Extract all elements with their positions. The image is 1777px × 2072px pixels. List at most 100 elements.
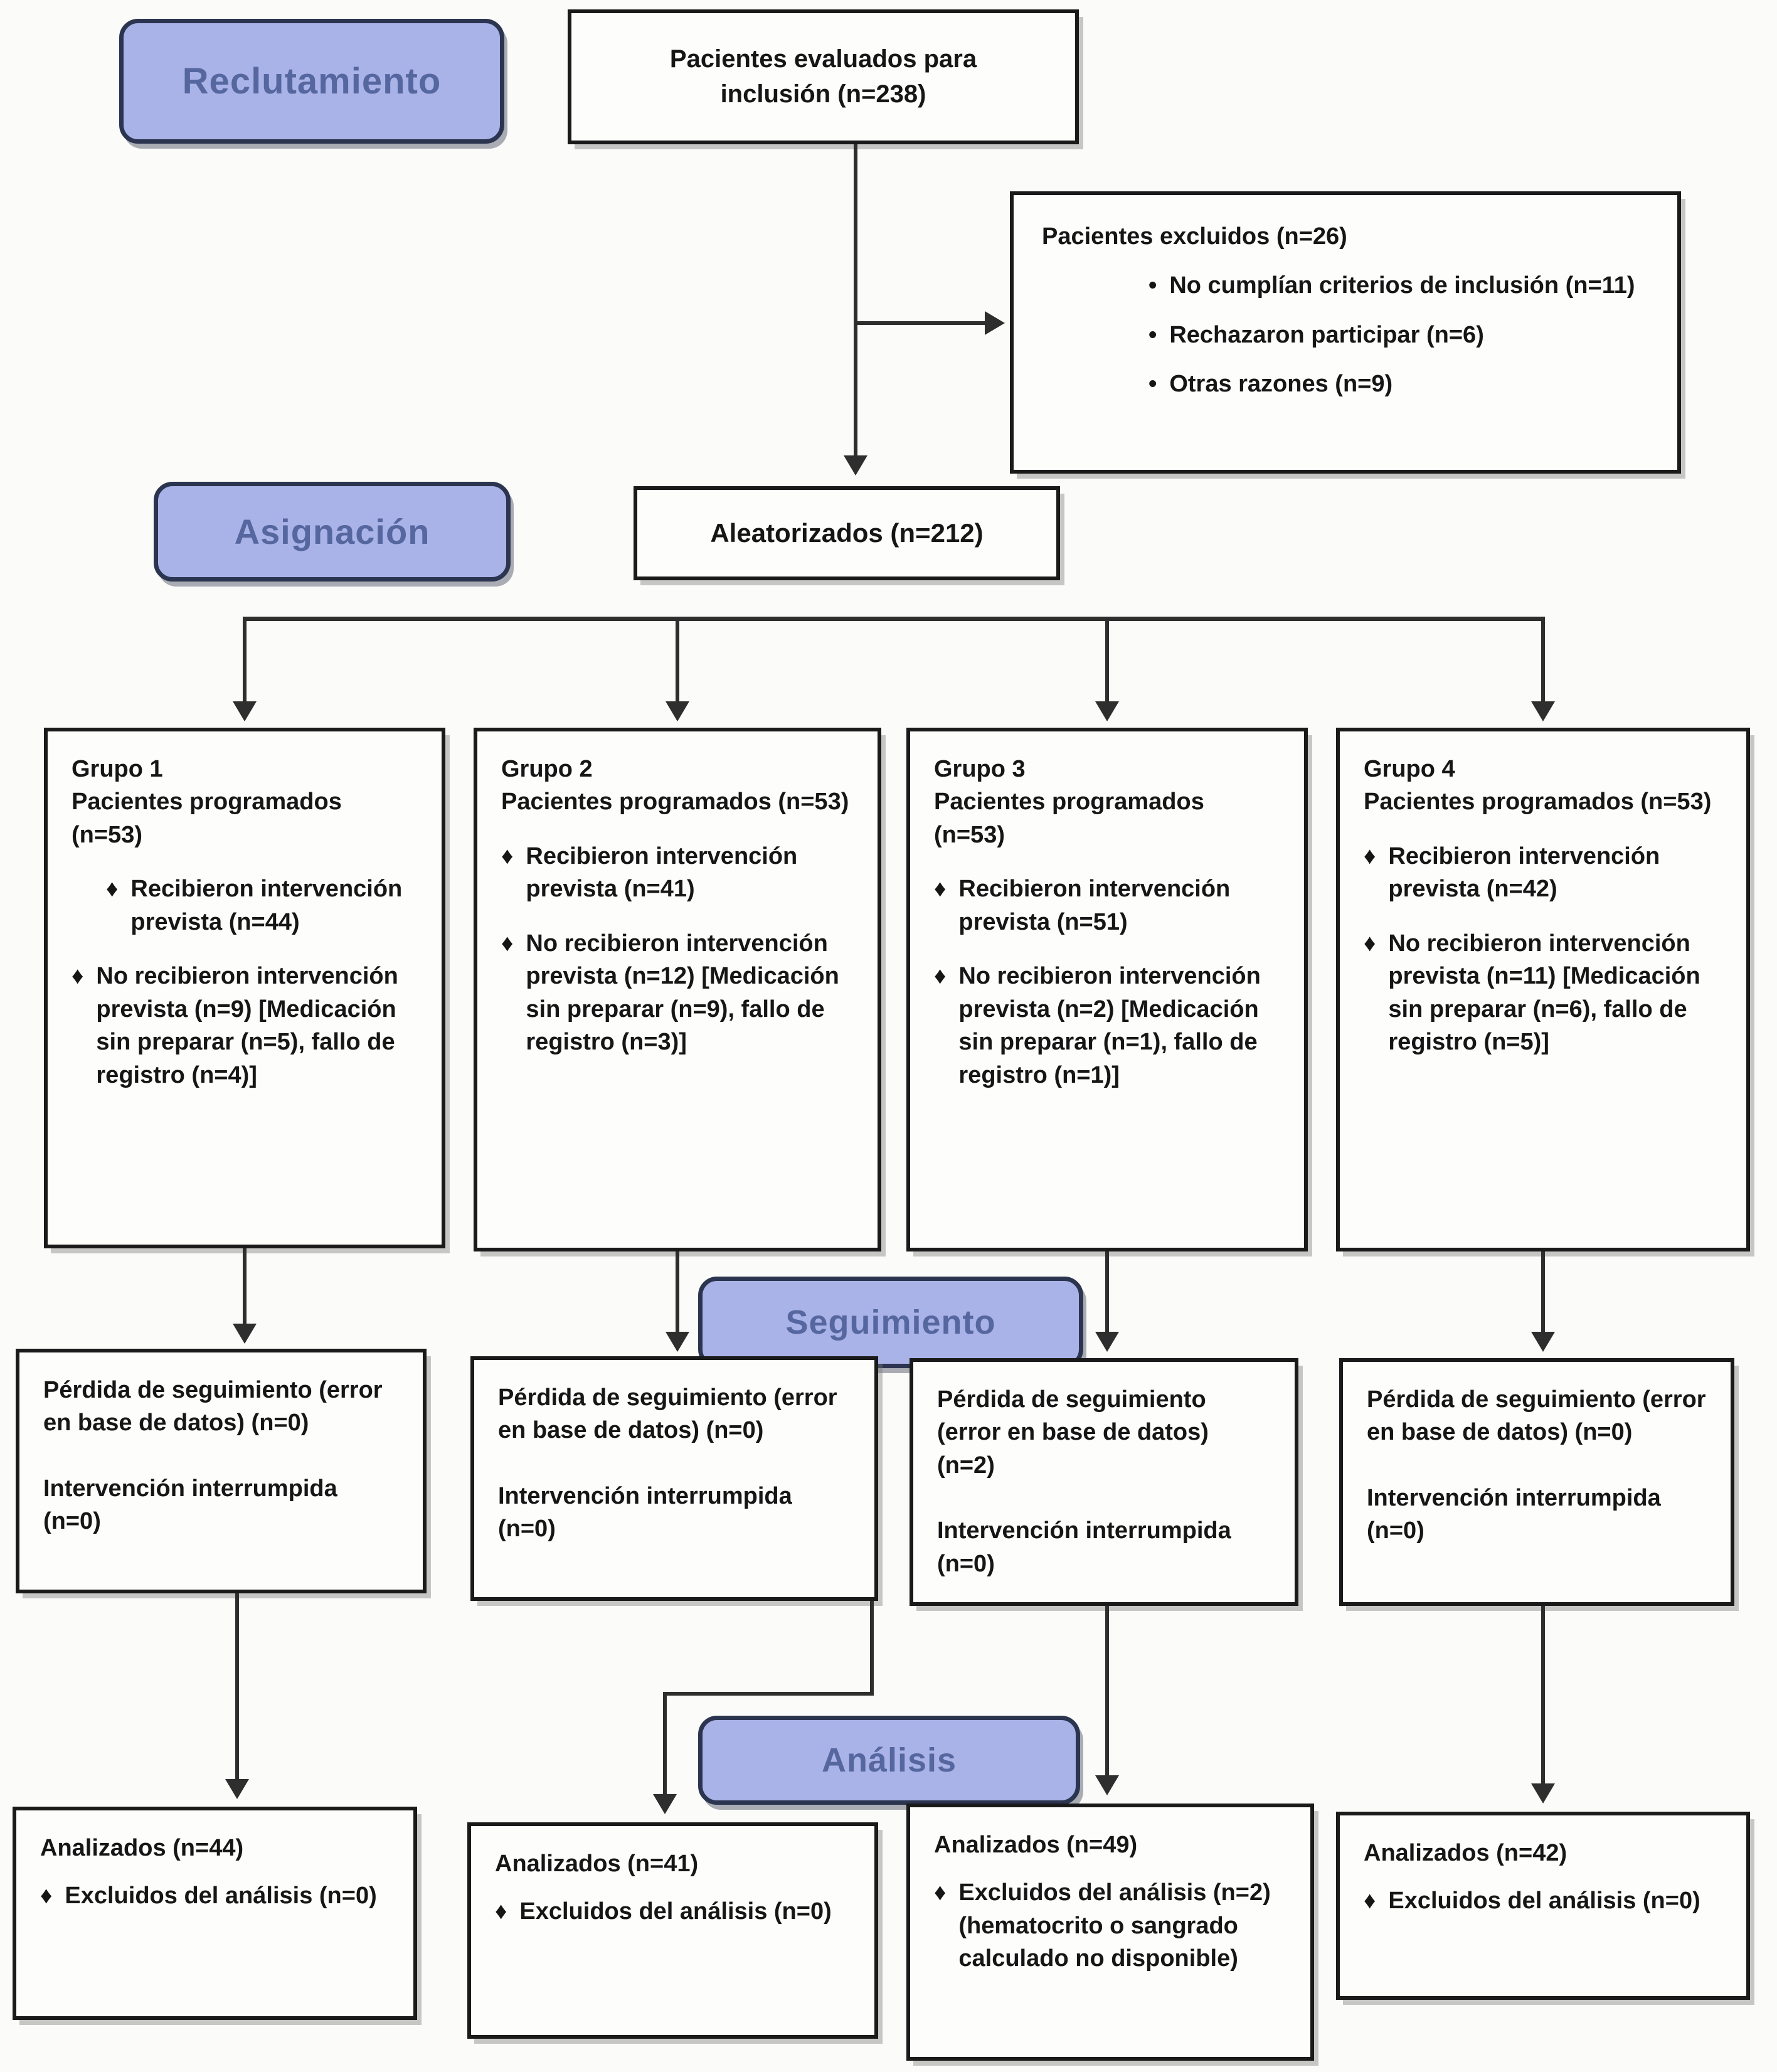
analysis-title: Analizados (n=49) [934, 1832, 1138, 1858]
box-group-2: Grupo 2 Pacientes programados (n=53) ♦ R… [474, 728, 881, 1251]
followup-interrupted-text: Intervención interrumpida (n=0) [937, 1517, 1231, 1577]
arrow-to-excluded-line [856, 321, 986, 325]
followup-loss-text: Pérdida de seguimiento (error en base de… [498, 1384, 837, 1444]
arrow-group2-followup-line [676, 1251, 679, 1333]
arrow-split-group3-head [1095, 701, 1119, 721]
analysis-title: Analizados (n=44) [40, 1835, 244, 1861]
group-bullet-row: ♦ Recibieron intervención prevista (n=41… [501, 840, 854, 906]
followup-interrupted-text: Intervención interrumpida (n=0) [1367, 1484, 1661, 1544]
group-bullet-text: No recibieron intervención prevista (n=1… [1388, 930, 1700, 1056]
arrow-assessed-to-randomized-line [854, 144, 857, 457]
bullet-diamond-icon: ♦ [501, 842, 514, 869]
box-analysis-2: Analizados (n=41) ♦ Excluidos del anális… [467, 1822, 878, 2039]
bullet-diamond-icon: ♦ [1364, 842, 1376, 869]
group-bullet-text: Recibieron intervención prevista (n=42) [1388, 842, 1660, 903]
arrow-followup3-analysis-line [1105, 1606, 1109, 1777]
analysis-excluded-text: Excluidos del análisis (n=2) (hematocrit… [958, 1879, 1271, 1972]
arrow-group3-followup-head [1095, 1332, 1119, 1352]
group-subtitle: Pacientes programados (n=53) [72, 789, 342, 848]
box-analysis-1: Analizados (n=44) ♦ Excluidos del anális… [13, 1807, 417, 2020]
bullet-diamond-icon: ♦ [106, 876, 119, 903]
analysis-bullet-row: ♦ Excluidos del análisis (n=0) [1364, 1884, 1722, 1917]
arrow-split-group1-head [233, 701, 257, 721]
arrow-split-group3-line [1105, 617, 1109, 704]
followup-interrupted-text: Intervención interrumpida (n=0) [498, 1482, 792, 1543]
box-randomized: Aleatorizados (n=212) [634, 486, 1060, 580]
analysis-excluded-text: Excluidos del análisis (n=0) [1388, 1888, 1700, 1915]
bullet-dot-icon: • [1148, 371, 1157, 398]
excluded-reason: Rechazaron participar (n=6) [1169, 321, 1484, 348]
group-bullet-row: ♦ Recibieron intervención prevista (n=51… [934, 873, 1280, 938]
followup-loss-text: Pérdida de seguimiento (error en base de… [43, 1377, 383, 1437]
group-bullet-text: No recibieron intervención prevista (n=1… [526, 930, 839, 1056]
box-followup-2: Pérdida de seguimiento (error en base de… [470, 1356, 878, 1601]
excluded-title: Pacientes excluidos (n=26) [1042, 223, 1347, 250]
excluded-reason: No cumplían criterios de inclusión (n=11… [1169, 272, 1635, 299]
group-subtitle: Pacientes programados (n=53) [934, 789, 1204, 848]
arrow-split-group2-line [676, 617, 679, 704]
analysis-bullet-row: ♦ Excluidos del análisis (n=0) [40, 1879, 390, 1912]
box-followup-3: Pérdida de seguimiento (error en base de… [910, 1358, 1298, 1606]
arrow-assessed-to-randomized-head [844, 455, 867, 475]
analysis-excluded-text: Excluidos del análisis (n=0) [519, 1898, 832, 1925]
group-bullet-text: Recibieron intervención prevista (n=51) [958, 876, 1231, 935]
box-group-1: Grupo 1 Pacientes programados (n=53) ♦ R… [44, 728, 445, 1248]
randomization-split-line [243, 617, 1545, 621]
group-bullet-text: Recibieron intervención prevista (n=41) [526, 842, 798, 903]
arrow-followup4-analysis-line [1541, 1606, 1545, 1785]
stage-label-analysis: Análisis [698, 1716, 1080, 1805]
arrow-followup2-analysis-line [663, 1692, 667, 1795]
excluded-reason: Otras razones (n=9) [1169, 371, 1393, 398]
group-bullet-row: ♦ No recibieron intervención prevista (n… [934, 960, 1280, 1092]
group-bullet-row: ♦ No recibieron intervención prevista (n… [72, 960, 418, 1092]
randomized-text: Aleatorizados (n=212) [710, 518, 984, 548]
arrow-followup3-analysis-head [1095, 1775, 1119, 1795]
arrow-split-group2-head [666, 701, 689, 721]
arrow-to-excluded-head [985, 311, 1005, 335]
analysis-excluded-text: Excluidos del análisis (n=0) [65, 1883, 377, 1910]
bullet-diamond-icon: ♦ [934, 876, 947, 903]
arrow-group4-followup-head [1531, 1332, 1555, 1352]
group-bullet-row: ♦ Recibieron intervención prevista (n=42… [1364, 840, 1722, 906]
excluded-bullet-row: • Rechazaron participar (n=6) [1148, 319, 1649, 351]
box-assessed-for-inclusion: Pacientes evaluados para inclusión (n=23… [568, 9, 1079, 144]
bullet-diamond-icon: ♦ [1364, 930, 1376, 957]
stage-label-recruitment: Reclutamiento [119, 19, 504, 144]
arrow-split-group4-line [1541, 617, 1545, 704]
followup-loss-text: Pérdida de seguimiento (error en base de… [1367, 1386, 1706, 1446]
analysis-title: Analizados (n=41) [495, 1851, 699, 1877]
group-bullet-text: No recibieron intervención prevista (n=9… [96, 963, 398, 1088]
box-analysis-4: Analizados (n=42) ♦ Excluidos del anális… [1336, 1812, 1750, 2000]
stage-label-assignment: Asignación [154, 482, 511, 582]
bullet-diamond-icon: ♦ [40, 1883, 53, 1910]
group-bullet-row: ♦ Recibieron intervención prevista (n=44… [72, 873, 418, 938]
analysis-title: Analizados (n=42) [1364, 1840, 1567, 1866]
arrow-group3-followup-line [1105, 1251, 1109, 1333]
excluded-bullet-row: • Otras razones (n=9) [1148, 368, 1649, 400]
arrow-group4-followup-line [1541, 1251, 1545, 1333]
group-subtitle: Pacientes programados (n=53) [1364, 789, 1712, 816]
arrow-followup2-analysis-head [653, 1794, 677, 1814]
arrow-group2-followup-head [666, 1332, 689, 1352]
bullet-diamond-icon: ♦ [1364, 1888, 1376, 1915]
arrow-split-group4-head [1531, 701, 1555, 721]
group-title: Grupo 3 [934, 756, 1026, 782]
bullet-diamond-icon: ♦ [934, 1879, 947, 1906]
group-bullet-row: ♦ No recibieron intervención prevista (n… [1364, 927, 1722, 1059]
excluded-bullet-row: • No cumplían criterios de inclusión (n=… [1148, 269, 1649, 302]
group-title: Grupo 1 [72, 756, 163, 782]
arrow-group1-followup-head [233, 1324, 257, 1344]
box-followup-1: Pérdida de seguimiento (error en base de… [16, 1349, 427, 1593]
arrow-followup1-analysis-line [235, 1593, 239, 1780]
bullet-diamond-icon: ♦ [495, 1898, 507, 1925]
box-excluded: Pacientes excluidos (n=26) • No cumplían… [1010, 191, 1681, 474]
bullet-diamond-icon: ♦ [501, 930, 514, 957]
group-bullet-text: No recibieron intervención prevista (n=2… [958, 963, 1261, 1088]
box-group-3: Grupo 3 Pacientes programados (n=53) ♦ R… [906, 728, 1308, 1251]
group-title: Grupo 4 [1364, 756, 1455, 782]
bullet-diamond-icon: ♦ [72, 963, 84, 990]
group-title: Grupo 2 [501, 756, 593, 782]
group-bullet-row: ♦ No recibieron intervención prevista (n… [501, 927, 854, 1059]
arrow-group1-followup-line [243, 1248, 247, 1325]
